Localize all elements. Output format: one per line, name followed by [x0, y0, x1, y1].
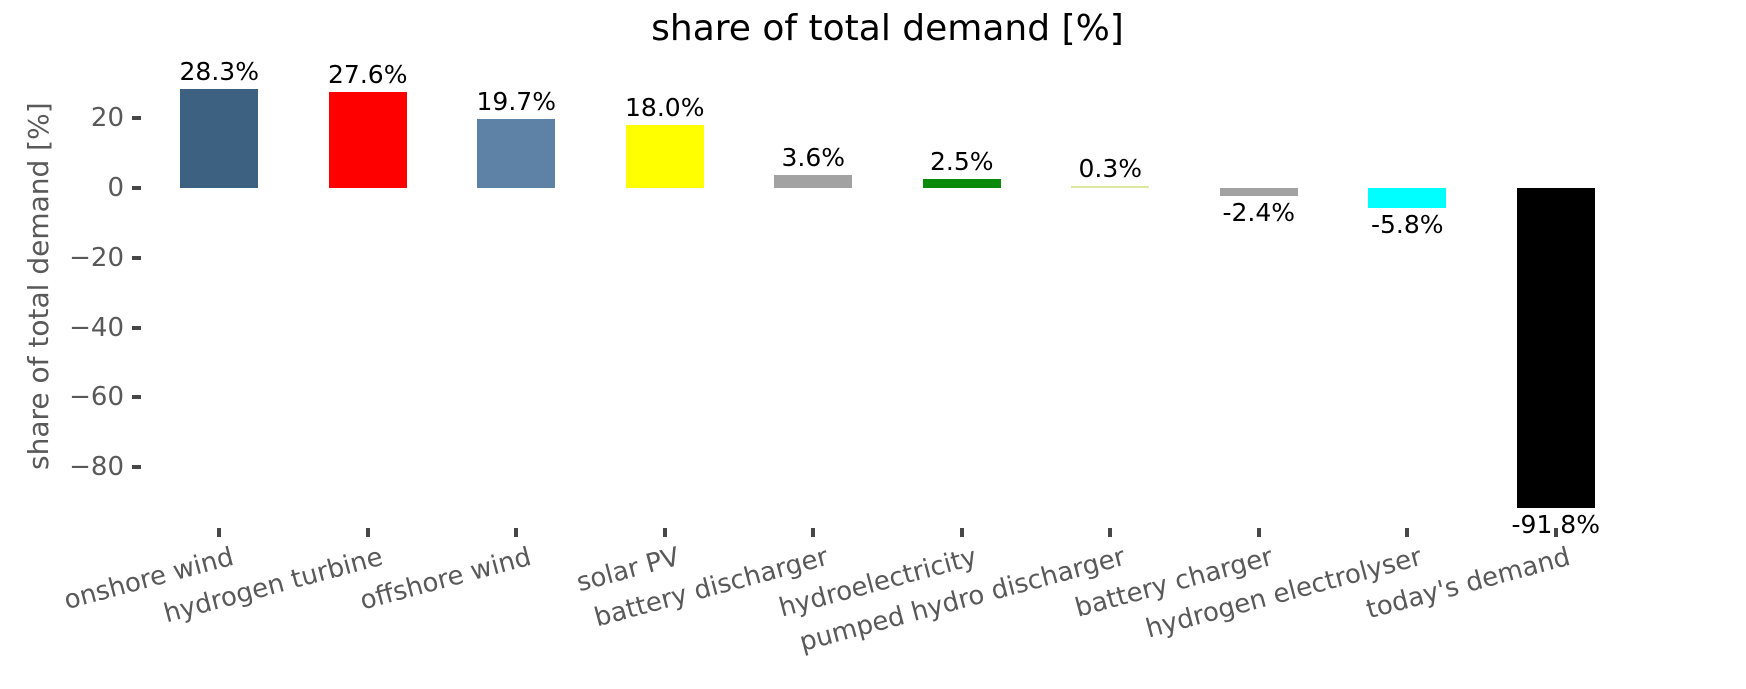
x-tick-mark [662, 528, 667, 537]
bar-offshore-wind [477, 119, 556, 188]
bar-pumped-hydro-discharger [1071, 186, 1150, 188]
x-tick-mark [1405, 528, 1410, 537]
x-tick-mark [514, 528, 519, 537]
value-label-hydrogen-electrolyser: -5.8% [1370, 210, 1444, 240]
chart-title: share of total demand [%] [651, 8, 1124, 49]
y-tick-label-60: −60 [69, 382, 124, 413]
y-tick-label-20: −20 [69, 242, 124, 273]
bar-onshore-wind [180, 89, 259, 188]
y-tick-mark [132, 186, 141, 190]
bar-hydroelectricity [922, 179, 1001, 188]
y-tick-mark [132, 465, 141, 469]
x-tick-mark [1553, 528, 1558, 537]
value-label-battery-discharger: 3.6% [781, 143, 845, 173]
value-label-onshore-wind: 28.3% [179, 57, 259, 87]
x-tick-mark [1256, 528, 1261, 537]
x-tick-mark [1108, 528, 1113, 537]
value-label-pumped-hydro-discharger: 0.3% [1078, 154, 1142, 183]
x-tick-mark [365, 528, 370, 537]
bar-hydrogen-electrolyser [1368, 188, 1447, 209]
y-tick-mark [132, 325, 141, 330]
y-tick-label-0: 0 [107, 173, 124, 203]
value-label-solar-pv: 18.0% [625, 93, 705, 123]
x-tick-mark [811, 528, 816, 537]
y-axis-label: share of total demand [%] [22, 102, 55, 470]
x-tick-mark [217, 528, 222, 537]
x-category-label-offshore-wind: offshore wind [356, 542, 535, 617]
bar-battery-discharger [774, 175, 853, 188]
bar-hydrogen-turbine [328, 91, 407, 188]
y-tick-label-40: −40 [69, 312, 124, 343]
bar-battery-charger [1219, 188, 1298, 197]
y-tick-label-20: 20 [90, 103, 124, 134]
value-label-offshore-wind: 19.7% [476, 87, 556, 117]
bar-solar-pv [625, 125, 704, 188]
y-tick-mark [132, 395, 141, 400]
value-label-hydrogen-turbine: 27.6% [328, 59, 408, 89]
value-label-battery-charger: -2.4% [1222, 198, 1296, 228]
bar-today-s-demand [1516, 188, 1595, 509]
x-tick-mark [959, 528, 964, 537]
y-tick-mark [132, 116, 141, 121]
y-tick-label-80: −80 [69, 452, 124, 482]
value-label-hydroelectricity: 2.5% [929, 147, 994, 177]
y-tick-mark [132, 255, 141, 260]
